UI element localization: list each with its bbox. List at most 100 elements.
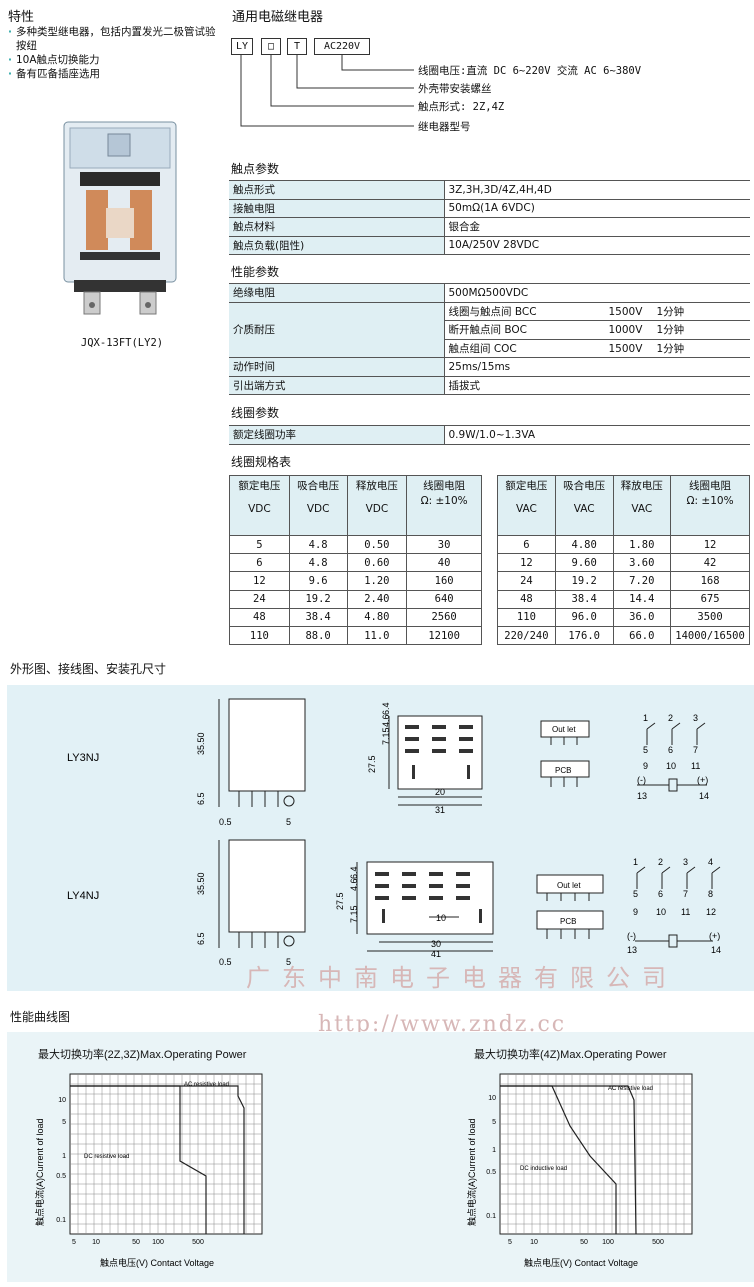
- code-box-voltage: AC220V: [314, 38, 370, 55]
- curve-ylabel: 触点电流(A)Current of load: [466, 1118, 477, 1226]
- table-cell: 640: [406, 589, 482, 609]
- table-cell: 24: [229, 589, 290, 609]
- svg-text:10: 10: [666, 761, 676, 771]
- table-cell: 11.0: [346, 625, 408, 646]
- svg-text:35.50: 35.50: [196, 872, 206, 895]
- svg-text:6.5: 6.5: [196, 792, 206, 805]
- param-key: 引出端方式: [229, 376, 445, 395]
- table-cell: 42: [670, 553, 750, 573]
- table-cell: 4.80: [554, 534, 614, 555]
- svg-text:9: 9: [633, 907, 638, 917]
- table-cell: 2560: [406, 607, 482, 627]
- table-cell: 1.80: [612, 534, 672, 555]
- svg-text:(+): (+): [697, 775, 708, 785]
- dims-drawing: LY3NJ LY4NJ: [67, 698, 721, 967]
- table-cell: 0.60: [346, 553, 408, 573]
- svg-text:12: 12: [706, 907, 716, 917]
- svg-text:10: 10: [92, 1239, 100, 1246]
- svg-text:6.5: 6.5: [196, 932, 206, 945]
- param-value: 10A/250V 28VDC: [444, 236, 750, 255]
- table-cell: 96.0: [554, 607, 614, 627]
- svg-text:1: 1: [633, 857, 638, 867]
- table-cell: 4.8: [288, 553, 348, 573]
- table-cell: 4.80: [346, 607, 408, 627]
- param-value: 银合金: [444, 217, 750, 237]
- coil-table-heading: 线圈规格表: [231, 455, 292, 469]
- table-cell: 14.4: [612, 589, 672, 609]
- svg-text:6.4: 6.4: [381, 702, 391, 715]
- svg-text:5: 5: [286, 957, 291, 967]
- param-value: 3Z,3H,3D/4Z,4H,4D: [444, 180, 750, 200]
- svg-text:11: 11: [691, 761, 700, 771]
- performance-heading: 性能参数: [231, 265, 280, 279]
- svg-text:8: 8: [708, 889, 713, 899]
- table-cell: 3500: [670, 607, 750, 627]
- curve-chart-2: AC resistive load DC inductive load 5 10…: [466, 1073, 693, 1268]
- svg-text:27.5: 27.5: [335, 892, 345, 910]
- curve-chart-1: AC resistive load DC resistive load 5 10…: [34, 1073, 263, 1268]
- svg-text:2: 2: [668, 713, 673, 723]
- svg-text:0.5: 0.5: [219, 957, 232, 967]
- curve-dc-label: DC resistive load: [84, 1154, 129, 1160]
- param-key: 触点负载(阻性): [229, 236, 445, 255]
- table-cell: 40: [406, 553, 482, 573]
- svg-text:27.5: 27.5: [367, 755, 377, 773]
- svg-text:4.6: 4.6: [349, 878, 359, 891]
- relay-product-image: [63, 121, 177, 315]
- svg-text:100: 100: [602, 1239, 614, 1246]
- param-key: 绝缘电阻: [229, 283, 445, 303]
- socket-pcb-label: PCB: [560, 917, 576, 926]
- coding-leader-lines: [240, 55, 414, 127]
- svg-text:41: 41: [431, 949, 441, 959]
- table-cell: 220/240: [497, 625, 556, 646]
- table-cell: 12: [229, 571, 290, 591]
- curve-ac-label: AC resistive load: [608, 1086, 653, 1092]
- table-cell: 19.2: [554, 571, 614, 591]
- param-key: 触点形式: [229, 180, 445, 200]
- param-value: 0.9W/1.0~1.3VA: [444, 425, 750, 445]
- svg-text:7: 7: [693, 745, 698, 755]
- param-value: 500MΩ500VDC: [444, 283, 750, 303]
- param-key: 接触电阻: [229, 199, 445, 218]
- svg-text:(-): (-): [627, 931, 636, 941]
- curve-title-2: 最大切换功率(4Z)Max.Operating Power: [474, 1049, 667, 1061]
- table-cell: 66.0: [612, 625, 672, 646]
- svg-text:4.6: 4.6: [381, 714, 391, 727]
- table-cell: 6: [229, 553, 290, 573]
- svg-text:5: 5: [492, 1119, 496, 1126]
- table-cell: 36.0: [612, 607, 672, 627]
- svg-text:1: 1: [62, 1153, 66, 1160]
- coding-label-model: 继电器型号: [418, 121, 471, 133]
- table-cell: 19.2: [288, 589, 348, 609]
- socket-outlet-label: Out let: [557, 881, 581, 890]
- model-label-ly4nj: LY4NJ: [67, 890, 99, 902]
- table-cell: 110: [497, 607, 556, 627]
- svg-text:2: 2: [658, 857, 663, 867]
- svg-text:5: 5: [643, 745, 648, 755]
- svg-text:10: 10: [58, 1097, 66, 1104]
- curve-ac-label: AC resistive load: [184, 1082, 229, 1088]
- svg-text:13: 13: [627, 945, 637, 955]
- svg-text:0.5: 0.5: [56, 1173, 66, 1180]
- svg-text:1: 1: [492, 1147, 496, 1154]
- svg-text:(-): (-): [637, 775, 646, 785]
- table-cell: 48: [497, 589, 556, 609]
- svg-text:3: 3: [683, 857, 688, 867]
- curve-xlabel: 触点电压(V) Contact Voltage: [524, 1257, 638, 1268]
- dims-panel: LY3NJ LY4NJ: [7, 685, 754, 991]
- table-cell: 12: [670, 534, 750, 555]
- svg-text:500: 500: [192, 1239, 204, 1246]
- model-label-ly3nj: LY3NJ: [67, 752, 99, 764]
- coding-label-contact: 触点形式: 2Z,4Z: [418, 101, 505, 113]
